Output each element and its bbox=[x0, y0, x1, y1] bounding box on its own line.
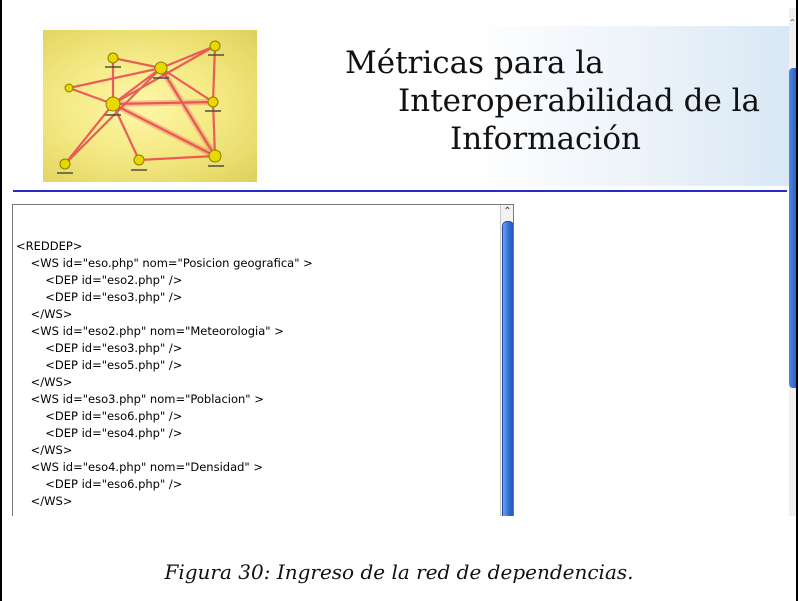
header-separator bbox=[13, 190, 787, 192]
chevron-up-icon[interactable]: ⌃ bbox=[503, 206, 512, 217]
page-scrollbar[interactable]: ⌃ bbox=[789, 8, 796, 516]
page-border-right bbox=[796, 0, 798, 601]
page-scroll-up-icon[interactable]: ⌃ bbox=[789, 18, 796, 27]
browser-viewport: Métricas para la Interoperabilidad de la… bbox=[3, 8, 789, 516]
network-logo bbox=[43, 30, 257, 182]
network-graph-icon bbox=[57, 40, 224, 174]
header-banner: Métricas para la Interoperabilidad de la… bbox=[3, 8, 789, 188]
figure-caption: Figura 30: Ingreso de la red de dependen… bbox=[164, 560, 634, 584]
title-line-1: Métricas para la bbox=[345, 45, 604, 81]
title-line-3: Información bbox=[450, 121, 641, 157]
xml-content[interactable]: <REDDEP> <WS id="eso.php" nom="Posicion … bbox=[16, 239, 313, 508]
page-border-left bbox=[0, 0, 2, 601]
page-title: Métricas para la Interoperabilidad de la… bbox=[345, 44, 785, 158]
banner-gradient bbox=[253, 26, 789, 186]
textarea-scrollbar[interactable]: ⌃ bbox=[500, 205, 513, 516]
title-line-2: Interoperabilidad de la bbox=[398, 83, 761, 119]
xml-textarea[interactable]: <REDDEP> <WS id="eso.php" nom="Posicion … bbox=[12, 204, 514, 516]
textarea-scroll-thumb[interactable] bbox=[502, 221, 513, 516]
page-scroll-thumb[interactable] bbox=[789, 68, 796, 388]
